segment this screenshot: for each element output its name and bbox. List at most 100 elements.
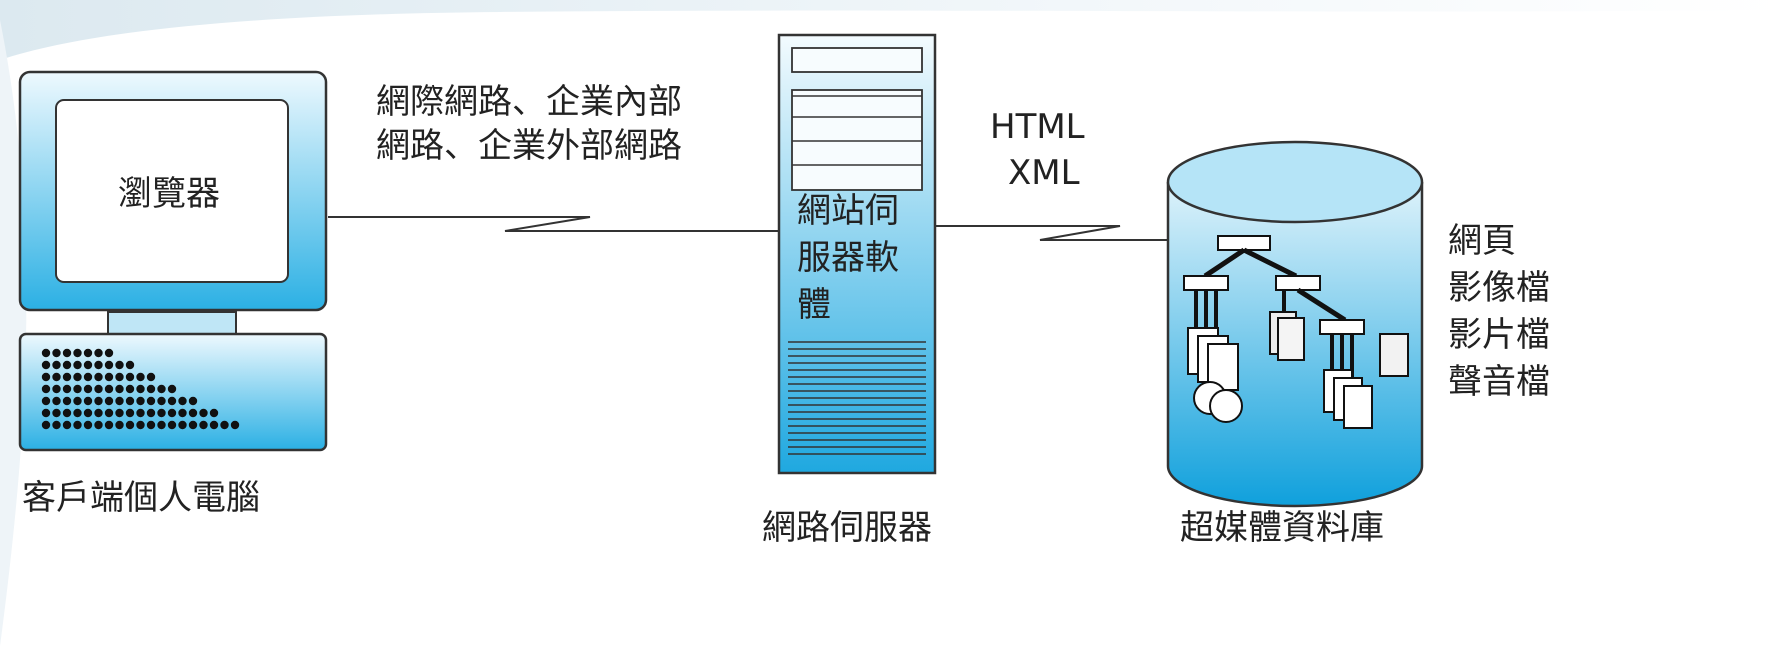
keyboard-dot bbox=[62, 408, 72, 418]
keyboard-dot bbox=[115, 396, 124, 406]
keyboard-dot bbox=[178, 420, 187, 430]
keyboard-dot bbox=[157, 396, 166, 406]
database-contents-list: 網頁 影像檔 影片檔 聲音檔 bbox=[1448, 218, 1550, 406]
keyboard-dot bbox=[52, 420, 61, 430]
network-connection-line bbox=[328, 216, 780, 232]
keyboard-dot bbox=[104, 372, 114, 382]
server-software-line-2: 服器軟 bbox=[797, 237, 899, 278]
keyboard-dot bbox=[167, 396, 177, 406]
keyboard-dot bbox=[104, 408, 114, 418]
keyboard-dot bbox=[146, 396, 156, 406]
keyboard-dot bbox=[146, 408, 156, 418]
keyboard-dot bbox=[104, 420, 114, 430]
keyboard-dot bbox=[157, 420, 166, 430]
browser-label: 瀏覽器 bbox=[118, 174, 220, 214]
keyboard-dot bbox=[41, 420, 51, 430]
keyboard-dot bbox=[199, 420, 208, 430]
keyboard-dot bbox=[157, 408, 166, 418]
protocols-label: HTML XML bbox=[990, 104, 1085, 196]
client-pc-caption: 客戶端個人電腦 bbox=[22, 478, 260, 518]
keyboard-dot bbox=[230, 420, 240, 430]
web-server bbox=[777, 33, 937, 475]
keyboard-dot bbox=[136, 408, 145, 418]
keyboard-dot bbox=[188, 420, 198, 430]
keyboard-dot bbox=[94, 360, 103, 370]
keyboard-dot bbox=[146, 384, 156, 394]
keyboard-dot bbox=[178, 408, 187, 418]
keyboard-dot bbox=[52, 348, 61, 358]
keyboard-dot bbox=[73, 408, 82, 418]
database-content-web-pages: 網頁 bbox=[1448, 221, 1516, 261]
keyboard-dot bbox=[94, 384, 103, 394]
keyboard-dot bbox=[188, 408, 198, 418]
keyboard-dots bbox=[41, 348, 240, 430]
keyboard-dot bbox=[83, 396, 93, 406]
keyboard-dot bbox=[115, 384, 124, 394]
keyboard-dot bbox=[146, 420, 156, 430]
keyboard-dot bbox=[178, 396, 187, 406]
keyboard-dot bbox=[62, 420, 72, 430]
protocol-xml: XML bbox=[1008, 153, 1080, 194]
keyboard-dot bbox=[83, 348, 93, 358]
client-pc bbox=[18, 70, 328, 452]
keyboard-dot bbox=[41, 408, 51, 418]
keyboard-dot bbox=[188, 396, 198, 406]
keyboard-dot bbox=[73, 420, 82, 430]
keyboard-dot bbox=[94, 396, 103, 406]
keyboard-dot bbox=[136, 372, 145, 382]
keyboard-dot bbox=[104, 396, 114, 406]
keyboard-dot bbox=[73, 372, 82, 382]
server-software-label: 網站伺 服器軟 體 bbox=[797, 188, 899, 329]
keyboard-dot bbox=[83, 372, 93, 382]
keyboard-dot bbox=[83, 360, 93, 370]
keyboard-dot bbox=[209, 408, 219, 418]
keyboard-dot bbox=[62, 360, 72, 370]
server-slot bbox=[791, 47, 923, 73]
keyboard-dot bbox=[52, 384, 61, 394]
network-label: 網際網路、企業內部 網路、企業外部網路 bbox=[376, 80, 682, 168]
protocol-html: HTML bbox=[990, 107, 1085, 147]
database-top bbox=[1166, 140, 1424, 224]
keyboard-dot bbox=[167, 420, 177, 430]
hypermedia-database bbox=[1166, 140, 1424, 508]
keyboard-dot bbox=[125, 372, 135, 382]
keyboard-dot bbox=[83, 420, 93, 430]
keyboard-dot bbox=[52, 408, 61, 418]
hierarchy-tree-icon bbox=[1183, 235, 1409, 429]
keyboard-dot bbox=[115, 360, 124, 370]
monitor-screen bbox=[55, 99, 289, 283]
keyboard-dot bbox=[125, 360, 135, 370]
keyboard-dot bbox=[52, 360, 61, 370]
keyboard-dot bbox=[73, 360, 82, 370]
keyboard-dot bbox=[41, 372, 51, 382]
keyboard-dot bbox=[146, 372, 156, 382]
keyboard-dot bbox=[83, 384, 93, 394]
database-caption: 超媒體資料庫 bbox=[1180, 508, 1384, 548]
network-label-line-1: 網際網路、企業內部 bbox=[376, 82, 682, 122]
keyboard-dot bbox=[94, 372, 103, 382]
keyboard-dot bbox=[125, 396, 135, 406]
keyboard-dot bbox=[94, 408, 103, 418]
keyboard-dot bbox=[167, 408, 177, 418]
server-software-line-3: 體 bbox=[797, 284, 831, 325]
database-content-image-files: 影像檔 bbox=[1448, 267, 1550, 308]
keyboard-dot bbox=[73, 396, 82, 406]
keyboard-dot bbox=[94, 420, 103, 430]
keyboard-dot bbox=[136, 384, 145, 394]
keyboard-dot bbox=[104, 360, 114, 370]
keyboard-dot bbox=[199, 408, 208, 418]
keyboard-dot bbox=[41, 348, 51, 358]
keyboard-dot bbox=[104, 384, 114, 394]
keyboard-dot bbox=[62, 384, 72, 394]
database-content-video-files: 影片檔 bbox=[1448, 314, 1550, 355]
keyboard-dot bbox=[73, 384, 82, 394]
keyboard-dot bbox=[125, 384, 135, 394]
keyboard-dot bbox=[167, 384, 177, 394]
keyboard-dot bbox=[62, 372, 72, 382]
keyboard-dot bbox=[104, 348, 114, 358]
keyboard-dot bbox=[209, 420, 219, 430]
server-vents bbox=[788, 341, 926, 455]
keyboard-dot bbox=[125, 420, 135, 430]
keyboard-dot bbox=[94, 348, 103, 358]
